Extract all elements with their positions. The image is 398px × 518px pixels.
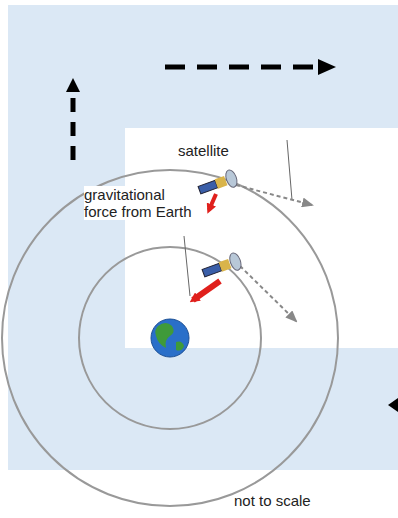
velocity-arrow <box>240 266 296 321</box>
label-text: satellite <box>178 142 229 159</box>
velocity-arrow <box>236 185 312 205</box>
dashed-arrow <box>71 84 76 160</box>
background-panel <box>8 5 398 470</box>
arrow-head <box>318 59 336 75</box>
satellite-icon <box>196 168 239 198</box>
inner-orbit <box>79 247 261 429</box>
gravity-arrow <box>193 281 220 300</box>
satellite-icon <box>200 251 243 281</box>
leader-line <box>287 140 292 200</box>
gravity-arrow <box>209 194 216 210</box>
leader-line <box>184 236 190 296</box>
outer-orbit <box>2 170 338 506</box>
note-text: not to scale <box>234 492 311 509</box>
arrow-head <box>388 398 398 412</box>
arrow-head <box>66 78 80 92</box>
dashed-arrow <box>165 65 322 70</box>
callout-label: gravitational force from Earth <box>84 186 196 220</box>
earth-icon <box>151 319 189 357</box>
